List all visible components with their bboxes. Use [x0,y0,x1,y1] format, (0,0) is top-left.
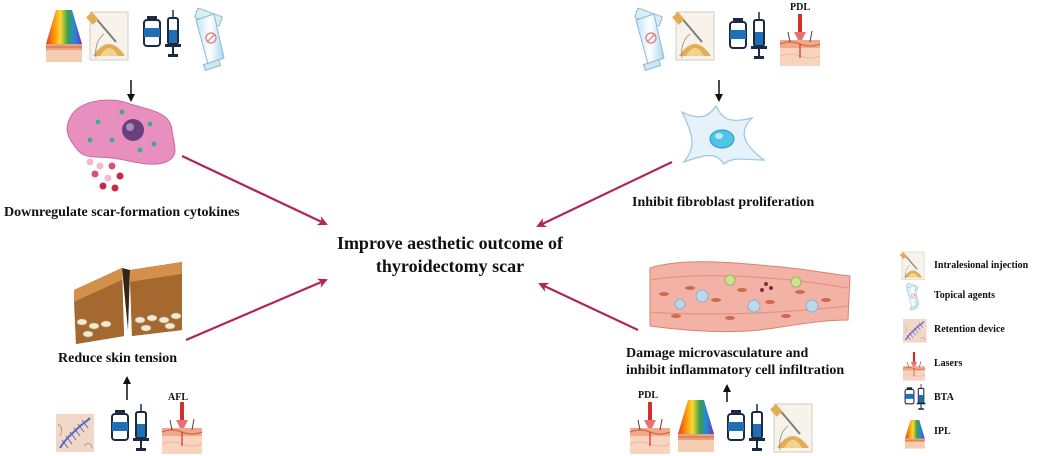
legend-intralesional-injection-icon [899,251,925,281]
arrow-vasculature-to-outcome [538,282,639,331]
immune-cell-illustration [66,99,176,192]
legend-bta-icon [904,383,927,411]
topical-agents-icon [193,7,225,71]
arrow-fibroblast-to-outcome [536,161,673,228]
legend-retention-device-icon [902,318,928,344]
ipl-icon [45,9,83,63]
legend-label: Lasers [934,358,963,369]
bta-icon [111,403,150,452]
legend-label: Retention device [934,324,1005,335]
effect-label-vasculature: Damage microvasculature and inhibit infl… [626,345,844,379]
pdl-tag-top: PDL [790,2,810,13]
lasers-icon [161,401,203,455]
ipl-icon [677,399,715,453]
lasers-icon [779,13,821,67]
cytokine-particles [86,158,124,192]
afl-tag: AFL [168,392,188,403]
legend-label: BTA [934,392,954,403]
arrow-cytokines-to-outcome [181,155,328,226]
fibroblast-illustration [680,104,766,165]
skin-incision-illustration [74,262,182,344]
legend-ipl-icon [904,419,926,449]
legend-topical-agents-icon [905,282,920,311]
microvasculature-illustration [649,261,851,333]
bta-icon [729,11,768,60]
retention-device-icon [55,413,95,453]
central-outcome-title: Improve aesthetic outcome of thyroidecto… [305,232,595,278]
intralesional-injection-icon [769,403,813,453]
effect-label-vasculature-line2: inhibit inflammatory cell infiltration [626,363,845,378]
bta-icon [143,9,182,58]
central-outcome-line1: Improve aesthetic outcome of [336,233,564,253]
intralesional-injection-icon [85,11,129,61]
legend-label: Intralesional injection [934,260,1029,271]
arrow-tension-to-outcome [185,278,328,342]
topical-agents-icon [633,7,665,71]
legend-label: IPL [934,426,951,437]
bta-icon [727,403,766,452]
effect-label-fibroblast: Inhibit fibroblast proliferation [632,195,815,210]
legend-lasers-icon [902,351,926,381]
intralesional-injection-icon [671,11,715,61]
legend-label: Topical agents [934,290,996,301]
effect-label-tension: Reduce skin tension [58,351,178,366]
pdl-tag-bottom: PDL [638,390,658,401]
effect-label-vasculature-line1: Damage microvasculature and [626,346,809,361]
effect-label-cytokines: Downregulate scar-formation cytokines [4,205,240,220]
central-outcome-line2: thyroidectomy scar [375,256,525,276]
lasers-icon [629,401,671,455]
